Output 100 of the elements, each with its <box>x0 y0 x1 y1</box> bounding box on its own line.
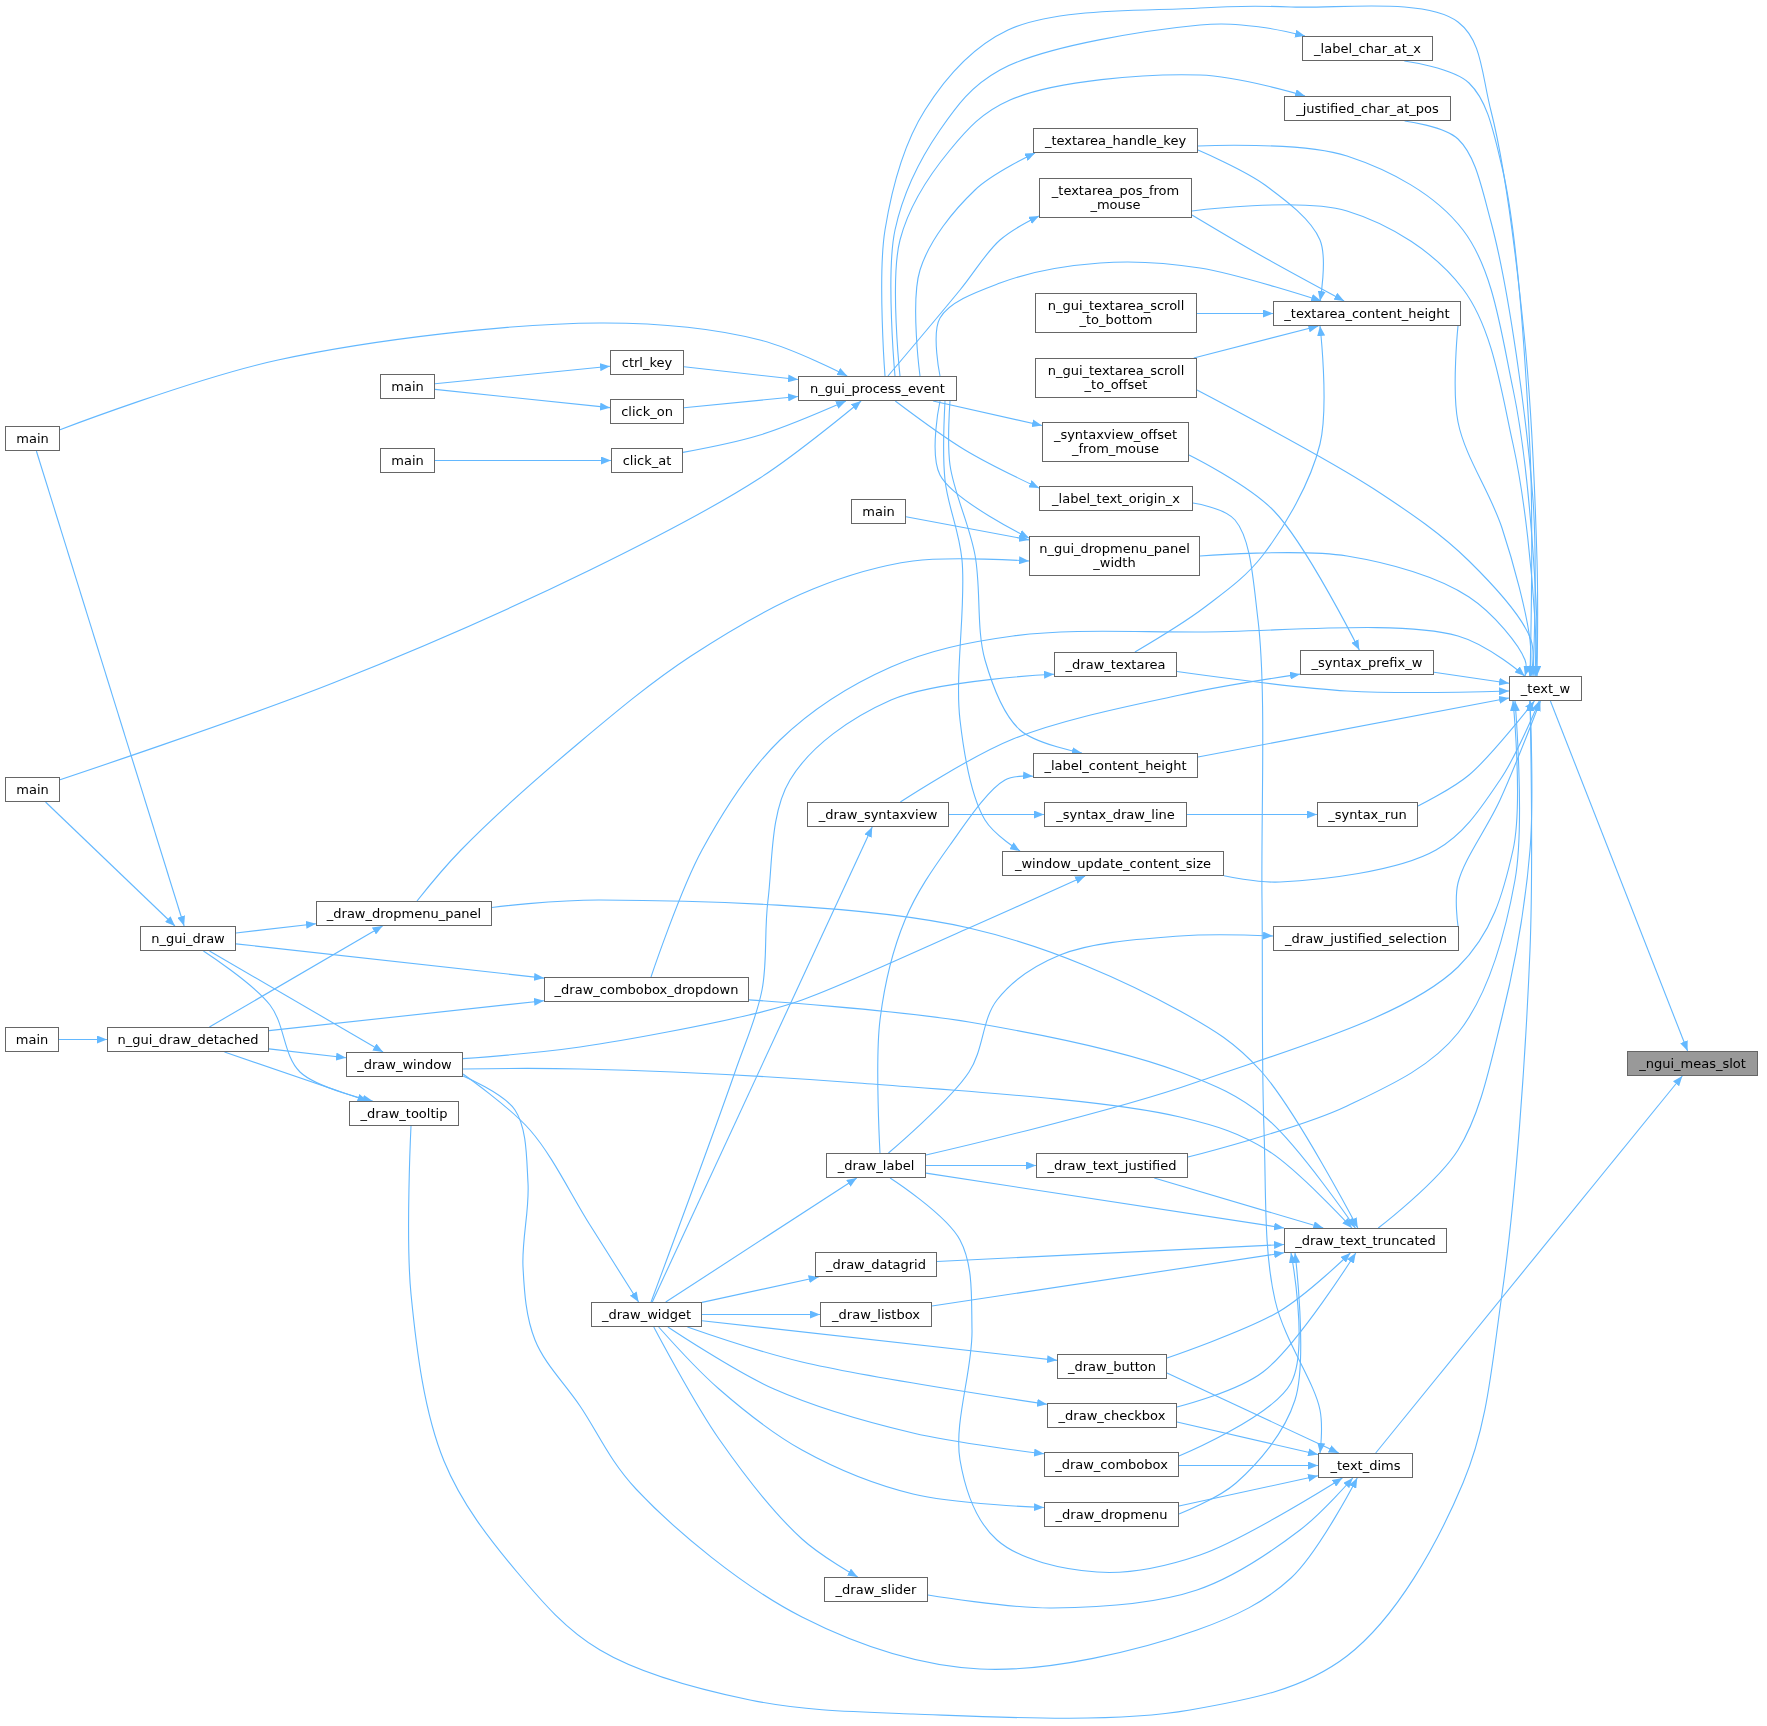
function-box <box>1035 358 1197 398</box>
function-name: _text_w <box>1520 681 1571 696</box>
call-arrow <box>651 826 873 1303</box>
highlighted-function-box <box>1627 1051 1758 1076</box>
call-arrow <box>1196 389 1537 677</box>
function-box <box>1047 1403 1177 1428</box>
call-arrow <box>1375 1075 1683 1454</box>
function-box <box>316 901 492 926</box>
function-box <box>544 977 749 1002</box>
call-arrow <box>1186 810 1318 819</box>
call-arrow <box>890 23 1306 377</box>
call-arrow <box>1178 1474 1319 1507</box>
function-name: _draw_syntaxview <box>818 807 938 822</box>
call-arrow <box>650 627 1526 978</box>
function-box <box>1033 753 1198 778</box>
call-arrow <box>931 1250 1285 1307</box>
function-name: n_gui_textarea_scroll _to_offset <box>1046 364 1186 392</box>
function-name: n_gui_process_event <box>810 381 945 396</box>
call-arrow <box>943 400 1021 852</box>
function-name: n_gui_draw <box>151 931 225 946</box>
function-box <box>1044 1502 1179 1527</box>
function-name: click_on <box>621 404 673 419</box>
function-box <box>1273 301 1461 326</box>
call-arrow <box>235 920 317 934</box>
function-box <box>107 1027 269 1052</box>
call-arrow <box>434 363 611 385</box>
call-arrow <box>462 875 1086 1060</box>
function-name: _syntax_run <box>1328 807 1407 822</box>
function-box <box>1317 802 1418 827</box>
function-box <box>1509 676 1582 701</box>
function-box <box>349 1101 459 1126</box>
function-box <box>1044 802 1187 827</box>
function-box <box>1002 851 1224 876</box>
function-name: main <box>15 1032 49 1047</box>
call-arrow <box>1417 700 1535 807</box>
function-box <box>1300 650 1434 675</box>
call-arrow <box>915 152 1036 377</box>
call-arrow <box>235 943 545 981</box>
function-box <box>815 1252 937 1277</box>
function-name: _label_content_height <box>1044 758 1187 773</box>
function-box <box>611 448 683 473</box>
function-box <box>1318 1453 1413 1478</box>
function-name: _draw_checkbox <box>1058 1408 1166 1423</box>
call-arrow <box>268 1048 347 1061</box>
function-name: _draw_combobox_dropdown <box>554 982 739 997</box>
function-box <box>1057 1354 1167 1379</box>
call-arrow <box>887 931 1274 1154</box>
call-arrow <box>683 393 799 409</box>
call-arrow <box>934 400 1030 539</box>
call-arrow <box>1223 700 1540 883</box>
function-box <box>346 1052 463 1077</box>
call-arrow <box>268 997 545 1032</box>
call-arrow <box>1197 695 1510 758</box>
call-arrow <box>925 1172 1285 1231</box>
function-box <box>1042 422 1189 462</box>
function-name: _draw_widget <box>601 1307 691 1322</box>
call-arrow <box>932 400 1043 428</box>
call-arrow <box>653 1326 859 1578</box>
function-box <box>1036 1153 1188 1178</box>
function-name: _draw_listbox <box>832 1307 920 1322</box>
call-arrow <box>1196 309 1274 318</box>
call-arrow <box>1178 1252 1300 1457</box>
call-arrow <box>683 366 799 383</box>
function-box <box>5 1027 59 1052</box>
function-name: _draw_justified_selection <box>1285 931 1447 946</box>
function-name: _text_dims <box>1330 1458 1401 1473</box>
function-box <box>1284 1228 1447 1253</box>
function-name: _label_text_origin_x <box>1052 491 1180 506</box>
function-box <box>1284 96 1451 121</box>
call-arrow <box>1455 700 1541 927</box>
call-arrow <box>1192 502 1326 1454</box>
function-box <box>851 499 906 524</box>
function-name: _draw_text_truncated <box>1295 1233 1436 1248</box>
function-name: n_gui_draw_detached <box>117 1032 259 1047</box>
call-arrow <box>1166 1252 1351 1359</box>
call-arrow <box>1191 214 1345 302</box>
call-arrow <box>1188 454 1360 651</box>
call-arrow <box>1153 1177 1324 1229</box>
call-arrow <box>905 516 1030 542</box>
call-arrow <box>658 1326 1045 1512</box>
call-arrow <box>650 670 1055 1303</box>
function-box <box>380 448 435 473</box>
call-arrow <box>45 801 176 927</box>
call-arrow <box>408 700 1535 1719</box>
call-arrow <box>1187 700 1521 1158</box>
call-arrow <box>462 1067 1353 1229</box>
call-arrow <box>462 1075 1358 1670</box>
function-box <box>1039 486 1193 511</box>
function-box <box>798 376 957 401</box>
call-arrow <box>1454 325 1535 677</box>
call-arrow <box>1178 1252 1302 1515</box>
call-arrow <box>1134 325 1326 653</box>
call-arrow <box>682 400 847 453</box>
call-arrow <box>491 899 1359 1229</box>
function-name: ctrl_key <box>621 355 673 370</box>
function-name: _draw_window <box>357 1057 452 1072</box>
call-arrow <box>434 388 611 411</box>
call-arrow <box>208 950 384 1053</box>
function-box <box>1054 652 1177 677</box>
function-name: click_at <box>622 453 672 468</box>
